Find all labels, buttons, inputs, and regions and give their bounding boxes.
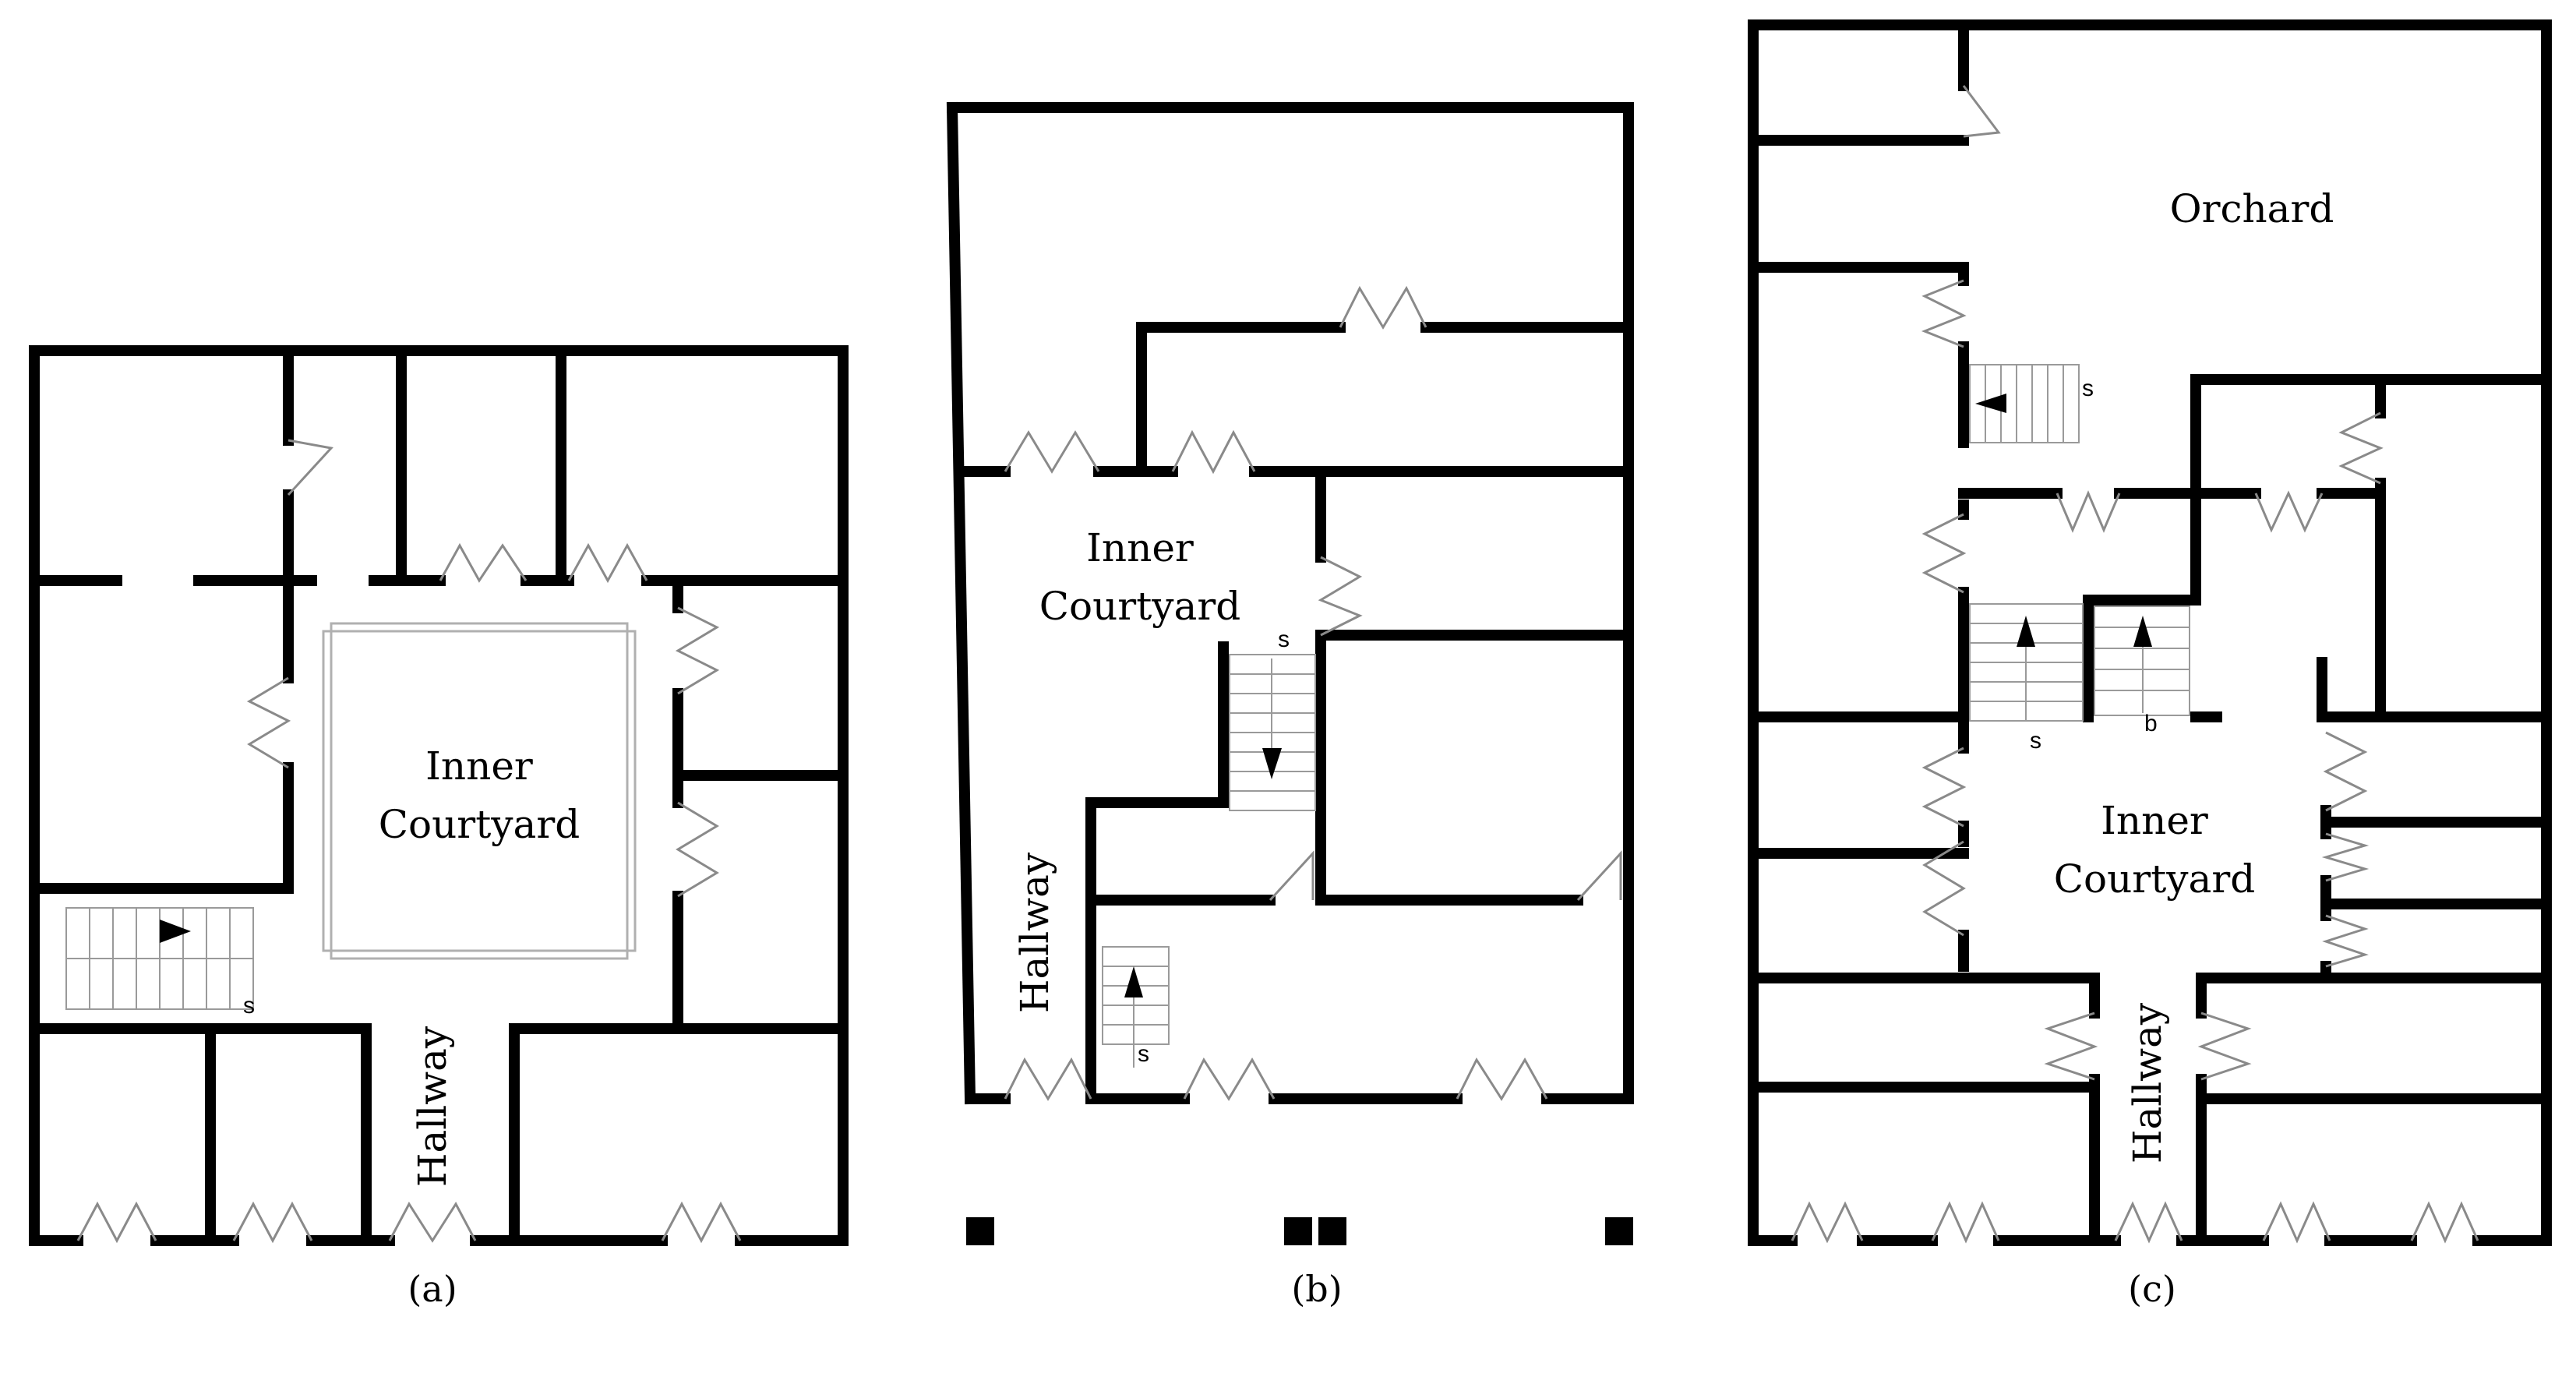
plan-a-stair-mark: s [243,993,255,1019]
plan-b-hallway-label: Hallway [1012,852,1057,1013]
plan-a [29,345,849,1246]
plan-a-hallway-label: Hallway [410,1026,455,1187]
plan-c-courtyard-label-line2: Courtyard [2054,856,2256,902]
plan-c-courtyard-label-line1: Inner [2101,798,2208,843]
plan-c-stair-arrow-left-icon [1975,394,2006,413]
plan-c-doors [1791,85,2479,1244]
plan-b-stair-mark-1: s [1278,627,1290,652]
plan-a-stairs [65,907,254,1010]
plan-a-courtyard-outline [322,622,637,960]
plan-a-stair-arrow-icon [160,920,191,943]
plan-c-stair-mark-2: s [2030,728,2041,754]
plan-b-columns [966,1217,1633,1245]
plan-c-stair-arrow-up-icon-2 [2133,616,2152,647]
plan-a-doors [76,439,742,1244]
plan-b-courtyard-label-line1: Inner [1086,525,1194,570]
plan-b-stair-arrow-down-icon [1262,748,1282,779]
plan-b-stair-arrow-up-icon [1124,966,1143,997]
plan-c-stair-mark-1: s [2082,376,2094,401]
plan-a-courtyard-label-line2: Courtyard [379,802,580,847]
plan-b-courtyard-label-line2: Courtyard [1039,584,1241,629]
plan-c-orchard-label: Orchard [2170,186,2334,231]
plan-b-stairs [1102,654,1316,1068]
plan-c-stair-arrow-up-icon-1 [2017,616,2035,647]
plan-b-caption: (b) [1291,1268,1342,1310]
plan-c-stairs [1969,364,2190,722]
plan-c-caption: (c) [2128,1268,2176,1310]
plan-a-caption: (a) [408,1268,457,1310]
plan-b [946,101,1634,1105]
plan-b-doors [1004,285,1622,1101]
plan-b-stair-mark-2: s [1138,1041,1149,1067]
plan-c-hallway-label: Hallway [2125,1002,2170,1163]
plan-c-stair-mark-3: b [2144,711,2158,736]
plan-c [1748,19,2552,1246]
plan-a-courtyard-label-line1: Inner [425,743,533,789]
